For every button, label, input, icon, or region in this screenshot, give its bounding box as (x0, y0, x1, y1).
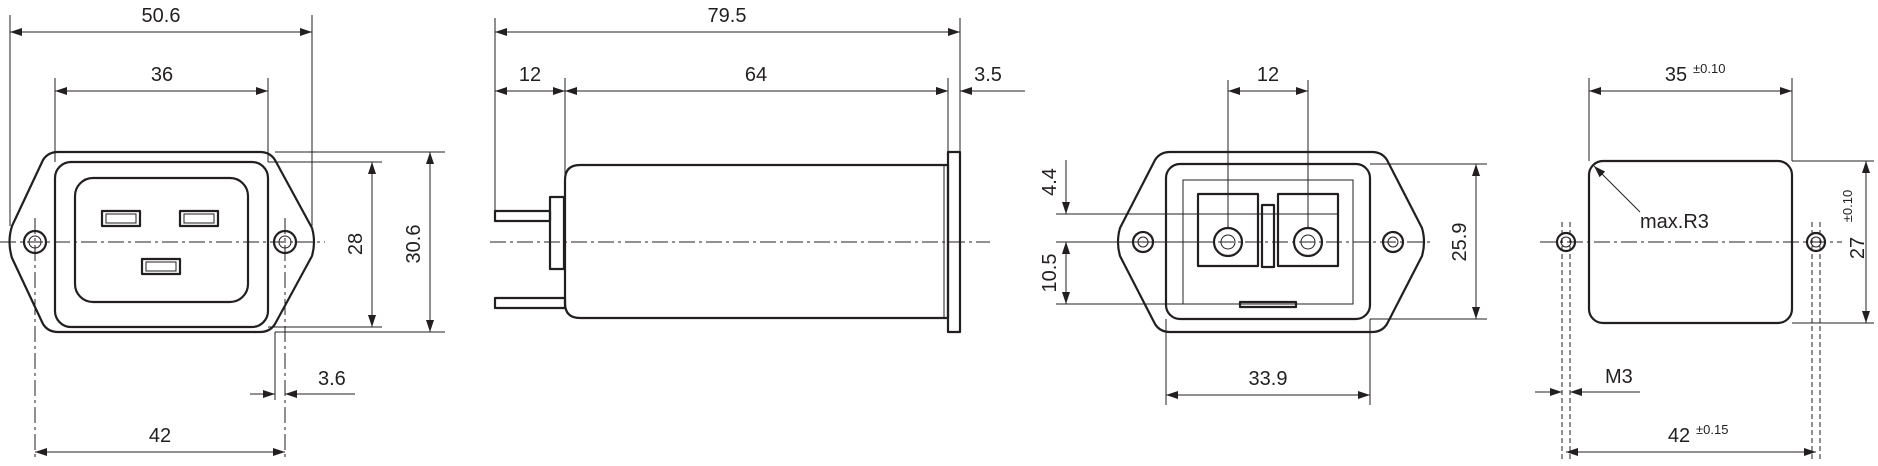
dim-length-overall: 79.5 (708, 5, 747, 27)
panel-cutout: 35 ±0.10 27 ±0.10 max.R3 M3 42 ±0.15 (1535, 61, 1874, 460)
rear-view: 12 4.4 10.5 25.9 33.9 (1039, 64, 1487, 405)
thread-label: M3 (1605, 366, 1633, 388)
side-view: 79.5 12 64 3.5 (490, 5, 1025, 334)
dim-rear-height: 25.9 (1449, 223, 1471, 262)
inlet-pin-left (100, 209, 142, 228)
dim-hole-pitch: 42 (149, 425, 171, 447)
dim-flange-offset: 3.6 (318, 368, 346, 390)
front-inlet-socket (73, 176, 250, 304)
front-view: 50.6 36 28 30.6 3.6 42 (0, 5, 445, 460)
dim-rear-width: 33.9 (1249, 368, 1288, 390)
earth-tab (1238, 300, 1298, 309)
dim-width-overall: 50.6 (142, 5, 181, 27)
terminal-lower (493, 296, 567, 310)
dim-offset-mid: 10.5 (1039, 254, 1061, 293)
radius-label: max.R3 (1640, 211, 1709, 233)
side-collar (548, 195, 566, 271)
radius-leader (1593, 165, 1641, 213)
inlet-pin-earth (140, 257, 182, 276)
dim-flange-thickness: 3.5 (974, 64, 1002, 86)
dim-cutout-hole-pitch-tolerance: ±0.15 (1696, 422, 1728, 437)
dim-cutout-width-tolerance: ±0.10 (1693, 61, 1725, 76)
terminal-upper (493, 209, 552, 223)
dim-cutout-hole-pitch: 42 (1668, 425, 1690, 447)
dim-cutout-height: 27 (1847, 237, 1869, 259)
dim-terminal-pitch: 12 (1257, 64, 1279, 86)
dim-terminal-length: 12 (519, 64, 541, 86)
front-flange-outline (8, 150, 316, 334)
dim-offset-top: 4.4 (1039, 168, 1061, 196)
dim-body-length: 64 (745, 64, 767, 86)
front-body-outline (53, 160, 270, 329)
dim-width-inner: 36 (151, 64, 173, 86)
dim-cutout-width: 35 (1665, 64, 1687, 86)
dim-height-outer: 30.6 (403, 225, 425, 264)
inlet-pin-right (178, 209, 220, 228)
inlet-pin-left-inner (105, 213, 137, 224)
dim-cutout-height-tolerance: ±0.10 (1840, 190, 1855, 222)
inlet-pin-right-inner (183, 213, 215, 224)
side-body (563, 163, 950, 320)
dim-height-inner: 28 (345, 233, 367, 255)
inlet-pin-earth-inner (145, 261, 177, 272)
terminal-divider (1260, 203, 1276, 269)
rear-flange-outline (1116, 150, 1426, 334)
